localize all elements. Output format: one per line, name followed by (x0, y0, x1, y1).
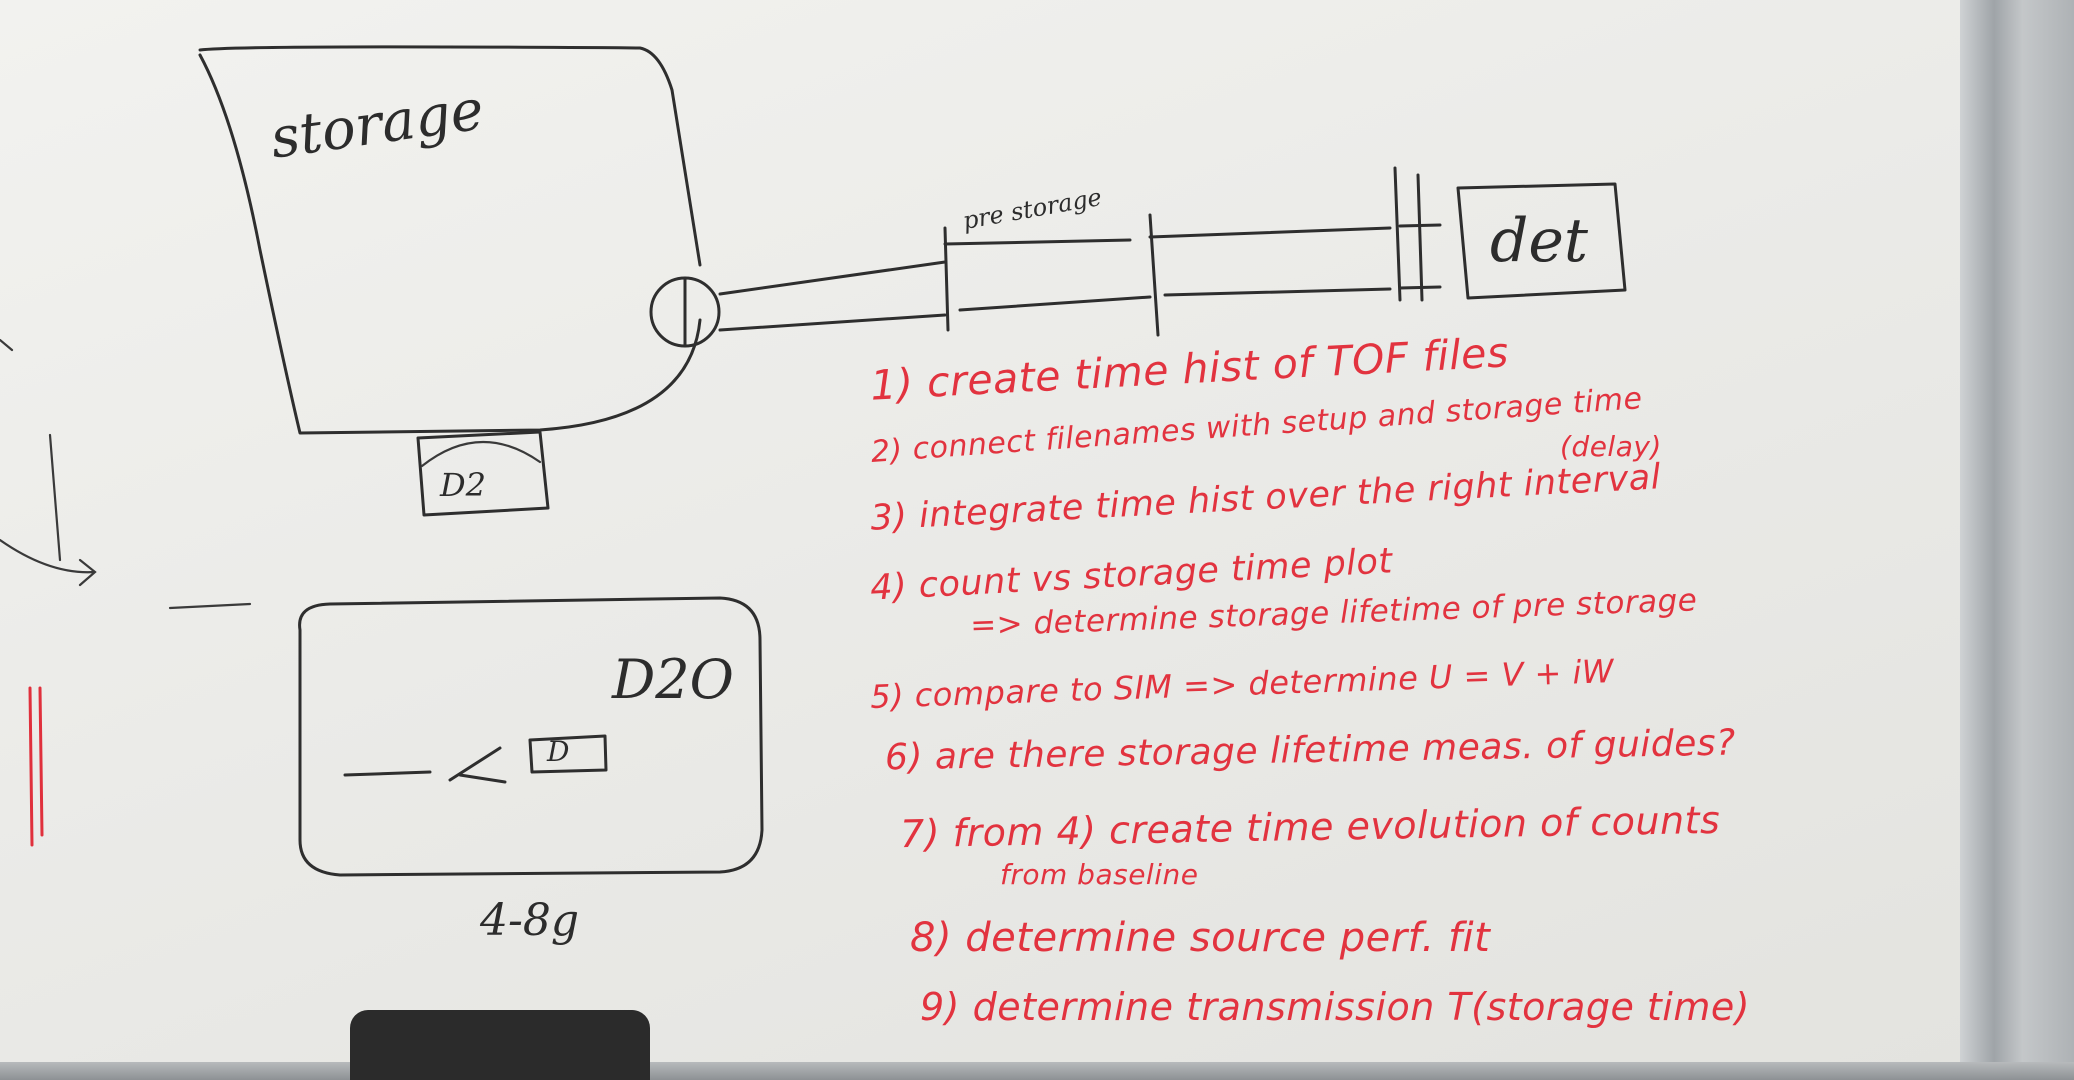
d2o-label: D2O (612, 648, 734, 711)
d2-box-arc (420, 440, 542, 468)
left-edge-marks (0, 338, 252, 610)
whiteboard-frame-right (1960, 0, 2074, 1080)
guide-tube-bottom (718, 285, 1442, 332)
whiteboard-eraser (350, 1010, 650, 1080)
flange-1 (943, 226, 950, 332)
flange-4 (1416, 173, 1424, 302)
range-label: 4-8g (480, 895, 580, 946)
detector-box (1456, 182, 1627, 300)
neutron-arrow (343, 746, 507, 784)
todo-item-3-note: (delay) (1560, 430, 1662, 463)
flange-3 (1393, 166, 1402, 302)
flange-2 (1148, 213, 1160, 337)
left-edge-red-mark (28, 686, 44, 847)
detector-label: det (1490, 206, 1589, 276)
d2-label: D2 (440, 466, 487, 504)
whiteboard-surface (0, 0, 1975, 1068)
d2o-box (298, 596, 764, 877)
d2-box (416, 430, 550, 517)
inner-d-label: D (547, 735, 570, 768)
guide-tube-top (718, 223, 1442, 296)
todo-item-7-sub: from baseline (1000, 858, 1199, 891)
todo-item-9: 9) determine transmission T(storage time… (920, 985, 1751, 1029)
inner-d-box (528, 734, 608, 774)
storage-vessel-outline (198, 45, 702, 435)
todo-item-8: 8) determine source perf. fit (910, 915, 1491, 961)
